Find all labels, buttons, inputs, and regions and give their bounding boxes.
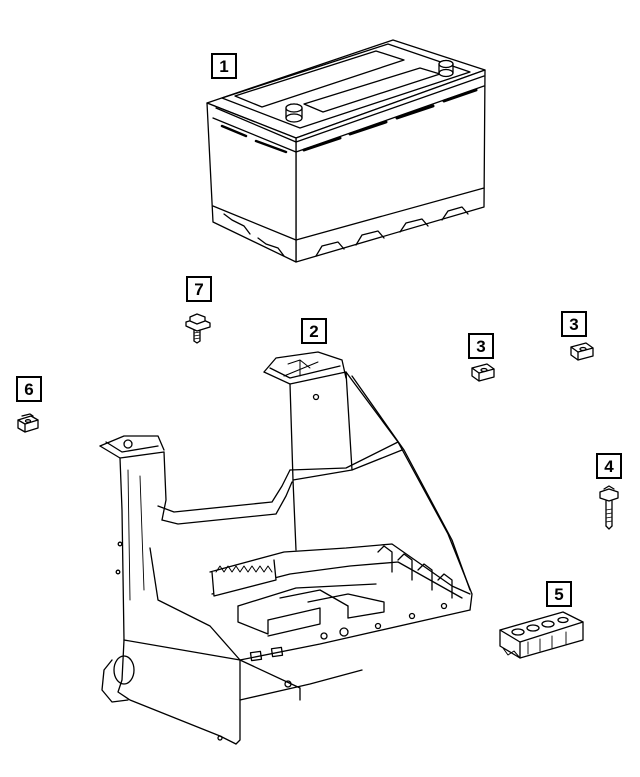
u-nut-icon[interactable]: [471, 363, 495, 382]
callout-5-bracket: 5: [546, 581, 572, 607]
callout-3-nut: 3: [468, 333, 494, 359]
battery-tray-icon[interactable]: [99, 351, 473, 745]
callout-3-nut: 3: [561, 311, 587, 337]
callout-1-battery: 1: [211, 53, 237, 79]
u-nut-icon[interactable]: [570, 342, 594, 361]
callout-7-screw: 7: [186, 276, 212, 302]
clip-nut-icon[interactable]: [17, 413, 39, 433]
bolt-icon[interactable]: [599, 485, 619, 530]
hold-down-bracket-icon[interactable]: [499, 611, 584, 659]
callout-4-bolt: 4: [596, 453, 622, 479]
callout-6-clip: 6: [16, 376, 42, 402]
flange-screw-icon[interactable]: [185, 313, 211, 344]
battery-icon[interactable]: [206, 39, 486, 263]
callout-2-battery-tray: 2: [301, 318, 327, 344]
